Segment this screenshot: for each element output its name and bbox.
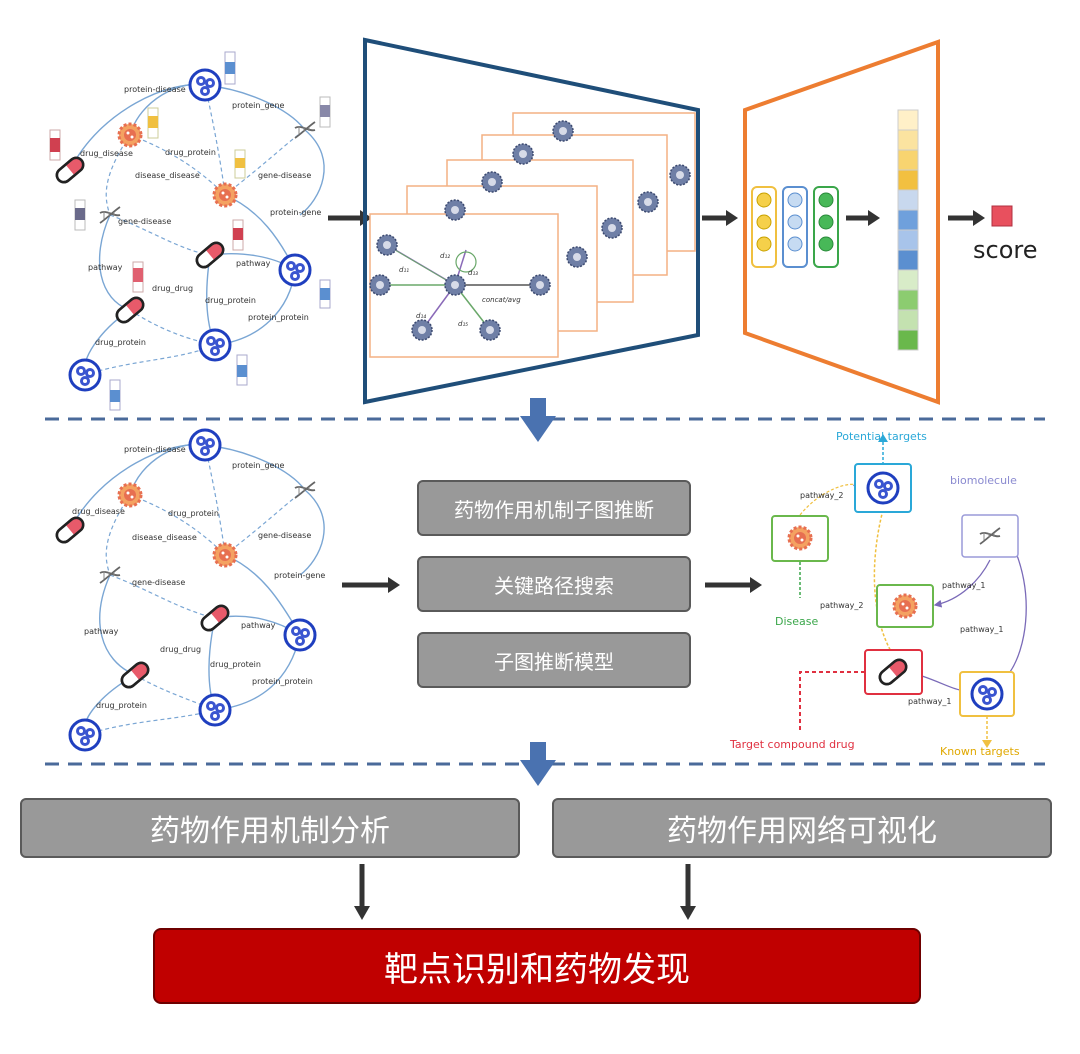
- edge-label: drug_protein: [96, 701, 147, 710]
- mechanism-analysis-box: 药物作用机制分析: [20, 798, 520, 858]
- gene-dna-icon: [294, 481, 316, 499]
- target-drug-label: Target compound drug: [729, 738, 855, 751]
- biomolecule-label: biomolecule: [950, 474, 1017, 487]
- edge-label: pathway_1: [908, 697, 951, 706]
- edge-label: protein_protein: [248, 313, 309, 322]
- step-subgraph-model: 子图推断模型: [417, 632, 691, 688]
- top-knowledge-graph: protein-disease protein_gene drug_diseas…: [49, 51, 331, 411]
- disease-icon: [212, 182, 238, 208]
- disease-icon: [117, 482, 143, 508]
- gnn-encoder: d₁₁ d₁₂ d₁₃ d₁₄ d₁₅ concat/avg: [363, 37, 700, 405]
- edge-weight-label: d₁₃: [468, 269, 478, 277]
- target-discovery-box: 靶点识别和药物发现: [153, 928, 921, 1004]
- edge-label: drug_disease: [80, 149, 133, 158]
- drug-pill-icon: [112, 293, 148, 327]
- edge-label: pathway: [236, 259, 271, 268]
- gene-dna-icon: [294, 121, 316, 139]
- edge-label: drug_protein: [210, 660, 261, 669]
- edge-label: drug_protein: [165, 148, 216, 157]
- edge-label: drug_protein: [95, 338, 146, 347]
- edge-label: protein_protein: [252, 677, 313, 686]
- middle-knowledge-graph: protein-disease protein_gene drug_diseas…: [52, 428, 325, 752]
- edge-label: protein_gene: [232, 461, 285, 470]
- arrow-icon: [342, 577, 400, 593]
- edge-label: gene-disease: [132, 578, 185, 587]
- edge-label: disease_disease: [135, 171, 200, 180]
- score-label: score: [973, 236, 1038, 264]
- edge-label: gene-disease: [258, 531, 311, 540]
- down-arrow-icon: [354, 864, 370, 920]
- protein-icon: [283, 618, 317, 652]
- disease-icon: [212, 542, 238, 568]
- edge-label: pathway: [241, 621, 276, 630]
- protein-icon: [188, 68, 222, 102]
- agg-label: concat/avg: [482, 296, 521, 304]
- edge-label: pathway_1: [960, 625, 1003, 634]
- protein-icon: [278, 253, 312, 287]
- edge-label: pathway_2: [820, 601, 863, 610]
- edge-label: drug_drug: [152, 284, 193, 293]
- edge-weight-label: d₁₄: [416, 312, 426, 320]
- drug-pill-icon: [197, 601, 233, 635]
- edge-weight-label: d₁₂: [440, 252, 450, 260]
- known-targets-label: Known targets: [940, 745, 1020, 758]
- step-key-path-search: 关键路径搜索: [417, 556, 691, 612]
- edge-label: pathway_2: [800, 491, 843, 500]
- subgraph-stack: d₁₁ d₁₂ d₁₃ d₁₄ d₁₅ concat/avg: [369, 112, 696, 358]
- protein-icon: [198, 328, 232, 362]
- arrow-icon: [705, 577, 762, 593]
- potential-targets-label: Potential targets: [836, 430, 927, 443]
- drug-pill-icon: [52, 513, 88, 547]
- gene-dna-icon: [99, 566, 121, 584]
- edge-label: protein-disease: [124, 85, 186, 94]
- embedding-bars: [49, 51, 331, 411]
- score-square: [991, 205, 1013, 227]
- down-arrow-icon: [520, 398, 556, 442]
- down-arrow-icon: [520, 742, 556, 786]
- feature-vector: [897, 109, 919, 351]
- disease-icon: [117, 122, 143, 148]
- protein-icon: [198, 693, 232, 727]
- down-arrow-icon: [680, 864, 696, 920]
- mechanism-subgraph: Potential targets biomolecule Disease Ta…: [729, 430, 1027, 758]
- edge-label: disease_disease: [132, 533, 197, 542]
- edge-label: gene-disease: [118, 217, 171, 226]
- edge-label: protein_gene: [232, 101, 285, 110]
- edge-weight-label: d₁₁: [399, 266, 409, 274]
- drug-pill-icon: [192, 238, 228, 272]
- protein-icon: [188, 428, 222, 462]
- edge-weight-label: d₁₅: [458, 320, 468, 328]
- edge-label: protein-disease: [124, 445, 186, 454]
- edge-label: pathway_1: [942, 581, 985, 590]
- edge-label: drug_protein: [168, 509, 219, 518]
- mlp-decoder: [743, 39, 940, 405]
- gene-dna-icon: [99, 206, 121, 224]
- edge-label: protein-gene: [270, 208, 321, 217]
- edge-label: pathway: [84, 627, 119, 636]
- edge-label: drug_drug: [160, 645, 201, 654]
- edge-label: drug_protein: [205, 296, 256, 305]
- drug-pill-icon: [117, 658, 153, 692]
- disease-label: Disease: [775, 615, 818, 628]
- network-visualization-box: 药物作用网络可视化: [552, 798, 1052, 858]
- edge-label: protein-gene: [274, 571, 325, 580]
- edge-label: pathway: [88, 263, 123, 272]
- protein-icon: [68, 718, 102, 752]
- arrow-icon: [948, 210, 985, 226]
- edge-label: drug_disease: [72, 507, 125, 516]
- protein-icon: [68, 358, 102, 392]
- edge-label: gene-disease: [258, 171, 311, 180]
- arrow-icon: [702, 210, 738, 226]
- step-subgraph-inference: 药物作用机制子图推断: [417, 480, 691, 536]
